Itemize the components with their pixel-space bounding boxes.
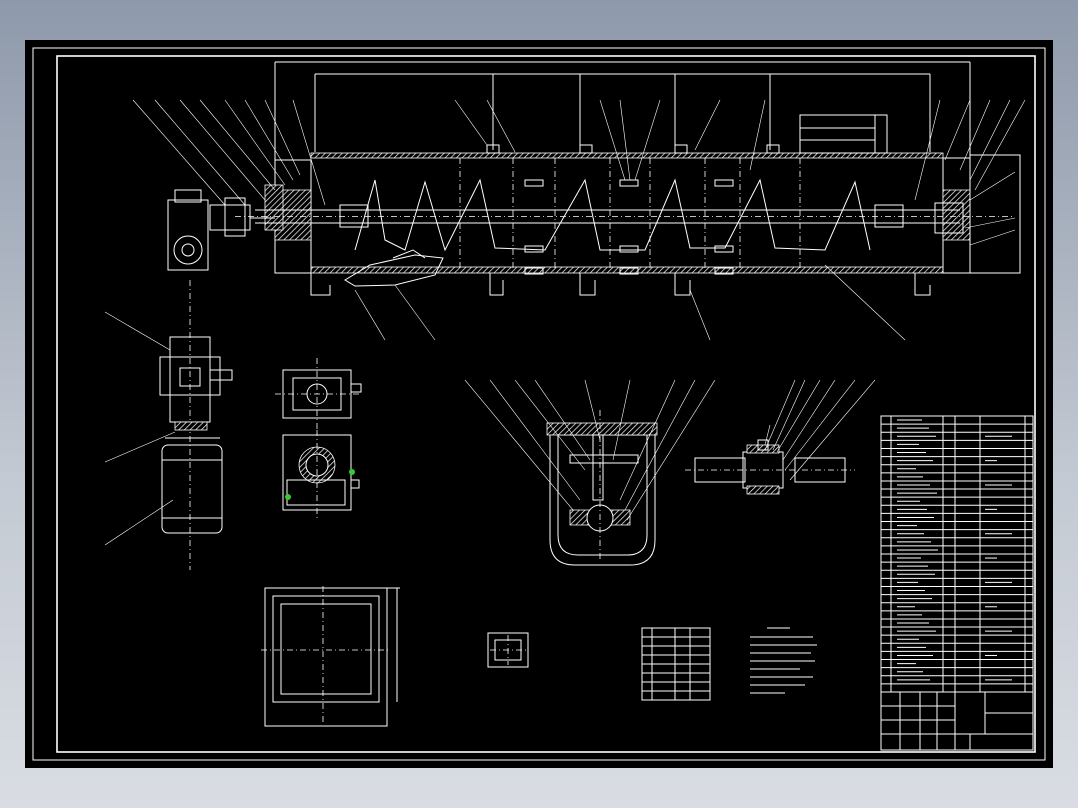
cad-viewport[interactable] bbox=[25, 40, 1053, 768]
shaft-coupling-detail bbox=[685, 379, 876, 495]
engineering-drawing-sheet bbox=[32, 47, 1046, 761]
small-detail-view bbox=[487, 632, 529, 668]
gearbox-side-section bbox=[282, 430, 360, 520]
technical-notes bbox=[750, 627, 817, 694]
leader-lines-main bbox=[132, 99, 1026, 341]
title-block bbox=[880, 691, 1034, 751]
main-assembly-section bbox=[167, 61, 1021, 296]
hanger-bearing-section bbox=[464, 379, 716, 566]
gearbox-top-view bbox=[275, 358, 362, 430]
outer-frame bbox=[32, 47, 1046, 761]
drive-unit-elevation bbox=[104, 280, 233, 570]
inlet-flange-view bbox=[261, 586, 400, 727]
technical-table bbox=[641, 627, 711, 701]
parts-list bbox=[880, 415, 1034, 693]
